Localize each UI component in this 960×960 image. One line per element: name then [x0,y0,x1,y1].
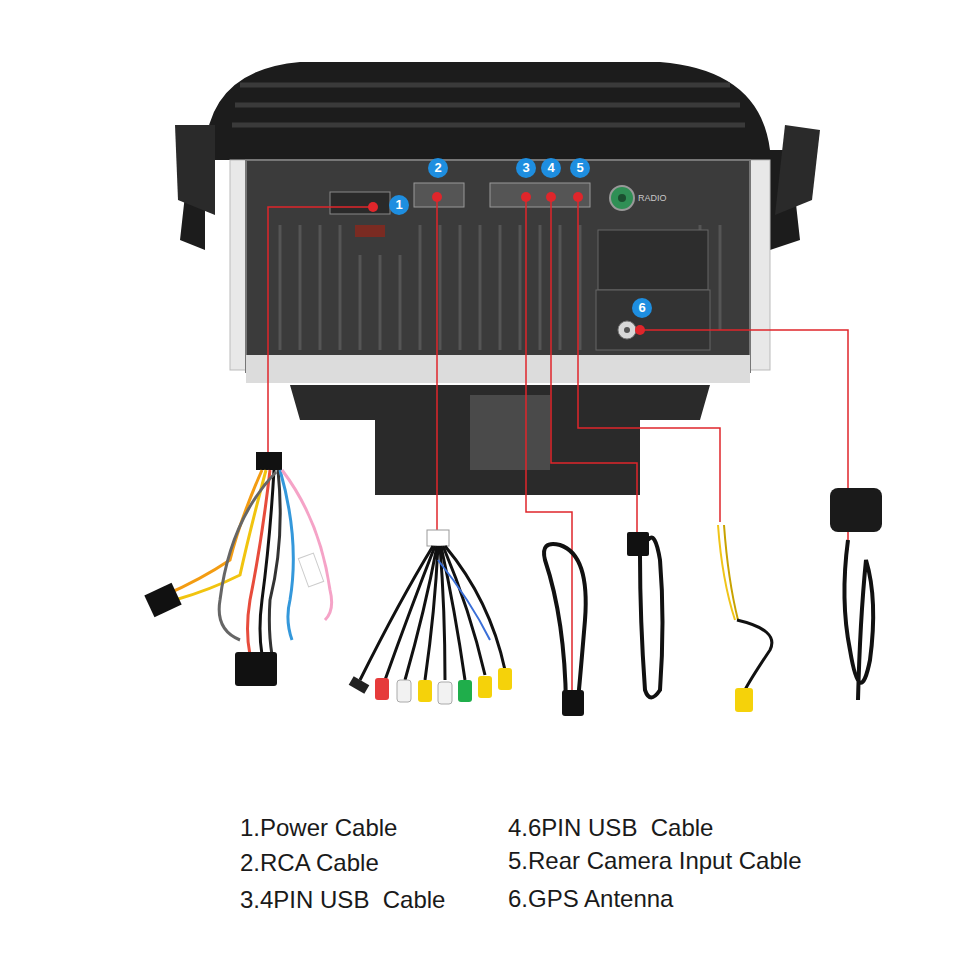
part-list-item: 1.Power Cable [240,813,397,843]
part-list-item: 5.Rear Camera Input Cable [508,846,801,876]
callout-number: 2 [428,158,448,178]
callout-number: 5 [570,158,590,178]
callout-number: 6 [632,298,652,318]
callout-number: 3 [516,158,536,178]
callout-number: 4 [541,158,561,178]
callout-number: 1 [389,195,409,215]
part-list-item: 6.GPS Antenna [508,884,673,914]
panel-marking: RADIO [638,193,667,204]
part-list-item: 3.4PIN USB Cable [240,885,445,915]
part-list-item: 2.RCA Cable [240,848,379,878]
part-list-item: 4.6PIN USB Cable [508,813,713,843]
